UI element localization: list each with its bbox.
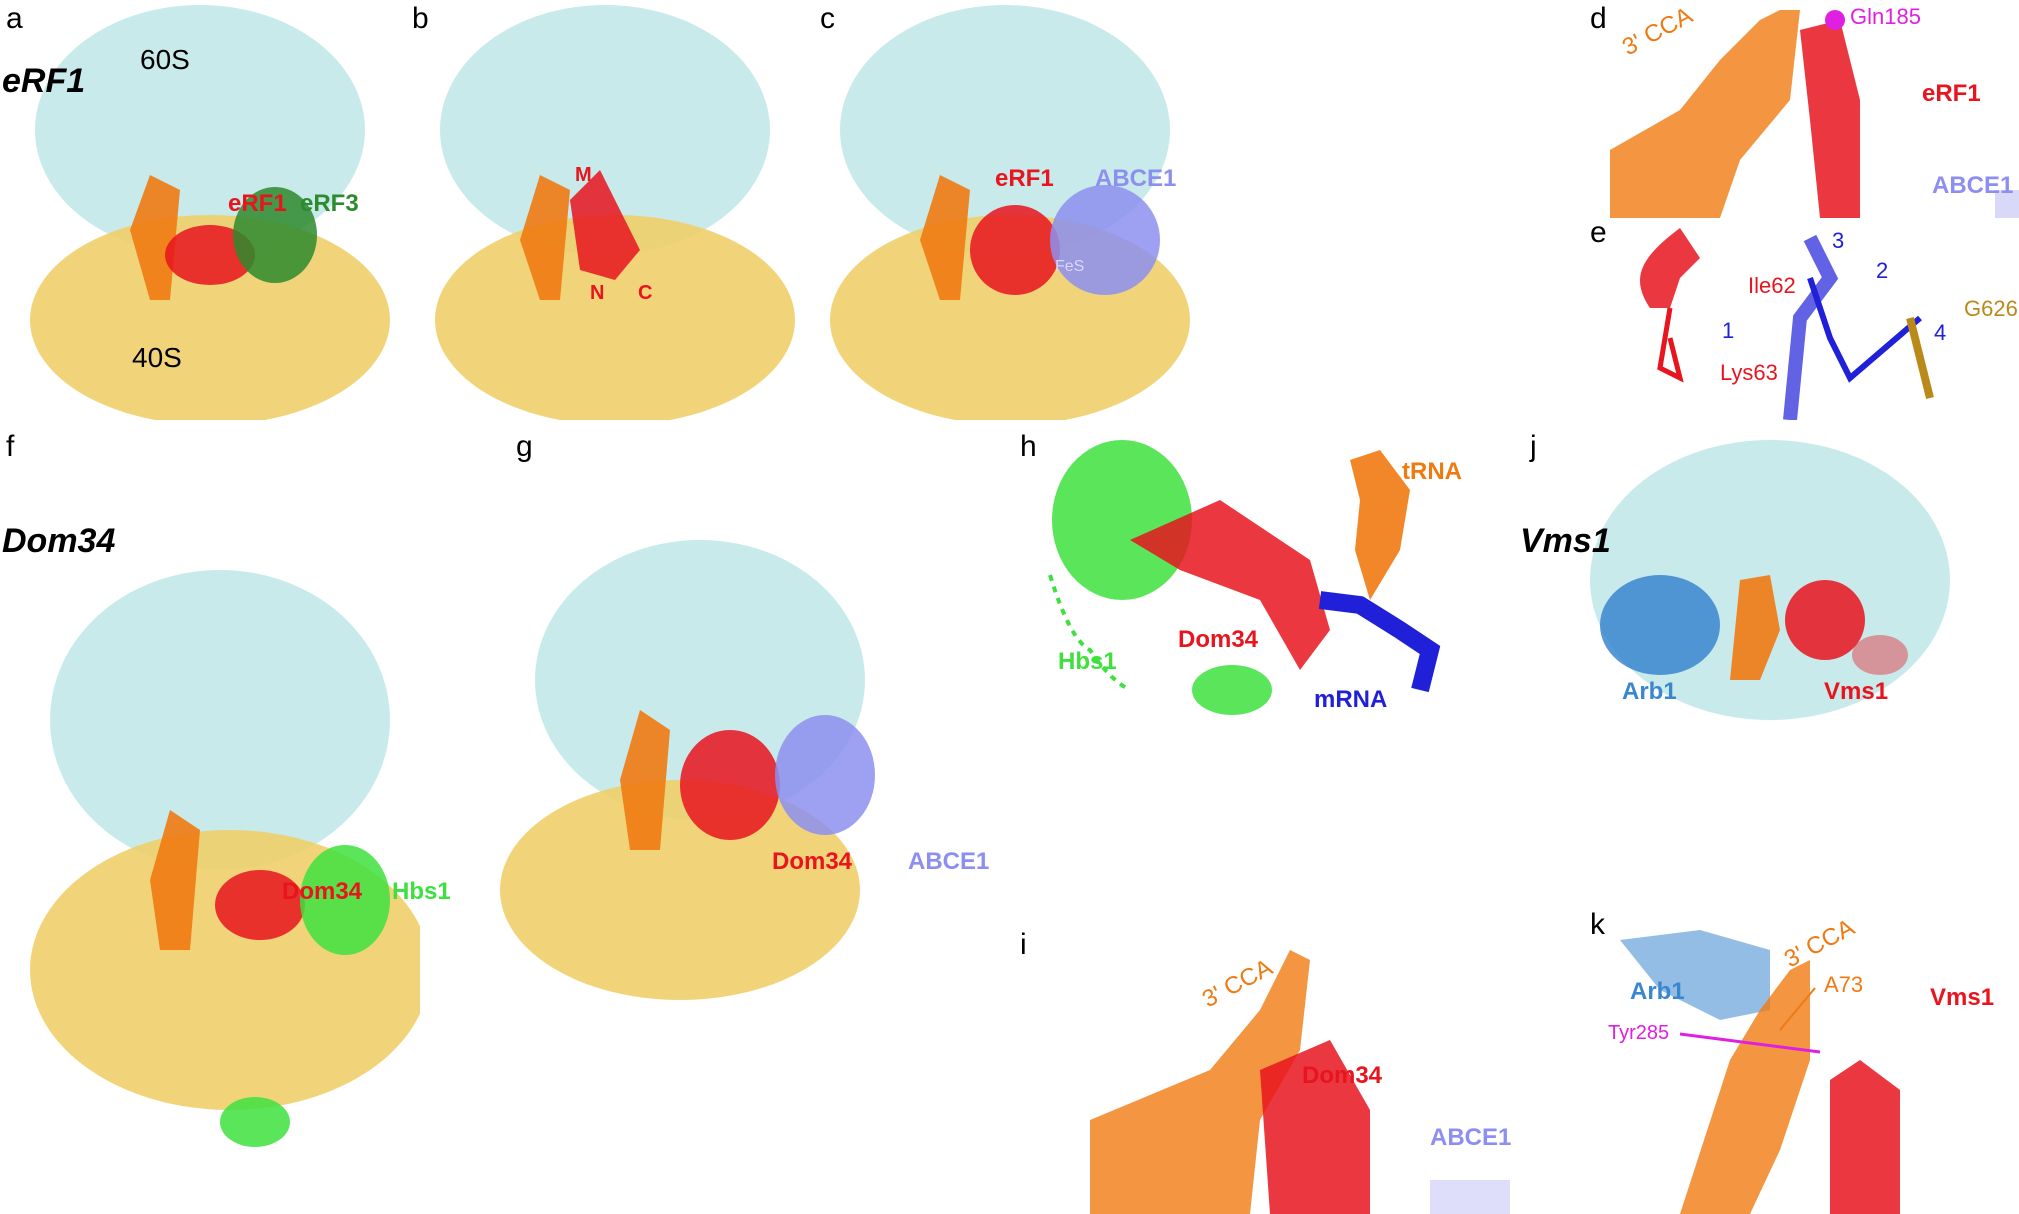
- panel-e: e Ile62 Lys63 G626 1 2 3 4: [1590, 216, 2019, 420]
- label-n-domain: N: [590, 282, 605, 304]
- panel-b: b M N C: [400, 0, 800, 420]
- label-m-domain: M: [575, 164, 592, 186]
- label-base3: 3: [1832, 228, 1845, 253]
- panel-c: c eRF1 ABCE1 FeS: [800, 0, 1215, 420]
- panel-f: f Dom34 Dom34 Hbs1: [0, 430, 451, 1214]
- panel-c-letter: c: [820, 2, 835, 35]
- label-ile62: Ile62: [1748, 273, 1796, 298]
- label-g626: G626: [1964, 296, 2018, 321]
- label-hbs1: Hbs1: [1058, 648, 1117, 675]
- panel-i-letter: i: [1020, 928, 1027, 961]
- row-title-dom34: Dom34: [2, 522, 116, 560]
- panel-g-letter: g: [516, 430, 533, 463]
- label-tyr285: Tyr285: [1608, 1022, 1670, 1044]
- label-base1: 1: [1722, 318, 1735, 343]
- panel-d-letter: d: [1590, 2, 1607, 35]
- panel-d-structure: [1610, 10, 2019, 218]
- label-dom34: Dom34: [1302, 1062, 1383, 1089]
- panel-a: a eRF1 60S 40S eRF1 eRF3: [0, 0, 400, 420]
- label-erf1: eRF1: [228, 190, 287, 217]
- label-dom34: Dom34: [282, 878, 363, 905]
- label-vms1: Vms1: [1930, 984, 1995, 1011]
- panel-c-structure: [830, 5, 1190, 420]
- panel-j: j Vms1 Arb1 Vms1: [1520, 430, 2019, 910]
- label-abce1: ABCE1: [1932, 172, 2014, 199]
- panel-f-structure: [30, 570, 420, 1147]
- label-40s: 40S: [132, 342, 182, 373]
- label-vms1: Vms1: [1824, 678, 1889, 705]
- label-erf1: eRF1: [1922, 80, 1981, 107]
- label-dom34: Dom34: [772, 848, 853, 875]
- panel-k-letter: k: [1590, 908, 1605, 941]
- panel-g-structure: [500, 540, 875, 1000]
- panel-i-structure: [1090, 950, 1510, 1214]
- row-title-erf1: eRF1: [2, 62, 86, 100]
- panel-b-letter: b: [412, 2, 429, 35]
- panel-b-structure: [435, 5, 795, 420]
- label-arb1: Arb1: [1630, 978, 1685, 1005]
- panel-i: i 3' CCA Dom34 ABCE1: [1010, 928, 1512, 1214]
- label-arb1: Arb1: [1622, 678, 1677, 705]
- label-hbs1: Hbs1: [392, 878, 451, 905]
- panel-g: g Dom34 ABCE1: [500, 430, 1000, 1214]
- panel-d: d 3' CCA Gln185 eRF1 ABCE1: [1590, 0, 2019, 218]
- row-title-vms1: Vms1: [1520, 522, 1611, 560]
- panel-a-structure: [30, 5, 390, 420]
- panel-h-structure: [1048, 440, 1441, 715]
- label-abce1: ABCE1: [1095, 165, 1177, 192]
- label-60s: 60S: [140, 44, 190, 75]
- label-fes: FeS: [1055, 258, 1085, 275]
- panel-h-letter: h: [1020, 430, 1037, 463]
- panel-e-structure: [1640, 228, 1934, 420]
- label-erf1: eRF1: [995, 165, 1054, 192]
- label-abce1: ABCE1: [1430, 1124, 1512, 1151]
- panel-e-letter: e: [1590, 216, 1607, 249]
- label-erf3: eRF3: [300, 190, 359, 217]
- label-base2: 2: [1876, 258, 1889, 283]
- panel-a-letter: a: [6, 2, 23, 35]
- panel-h: h tRNA Dom34 Hbs1 mRNA: [1010, 430, 1510, 930]
- panel-j-letter: j: [1530, 430, 1537, 463]
- panel-k-structure: [1620, 930, 1900, 1214]
- label-trna: tRNA: [1402, 458, 1462, 485]
- label-lys63: Lys63: [1720, 360, 1778, 385]
- label-base4: 4: [1934, 320, 1947, 345]
- label-dom34: Dom34: [1178, 626, 1259, 653]
- panel-j-structure: [1590, 440, 1950, 720]
- label-gln185: Gln185: [1850, 4, 1921, 29]
- panel-f-letter: f: [6, 430, 15, 463]
- label-abce1: ABCE1: [908, 848, 990, 875]
- label-c-domain: C: [638, 282, 653, 304]
- panel-k: k Arb1 3' CCA A73 Vms1 Tyr285: [1590, 908, 2019, 1214]
- label-a73: A73: [1824, 972, 1864, 997]
- label-mrna: mRNA: [1314, 686, 1388, 713]
